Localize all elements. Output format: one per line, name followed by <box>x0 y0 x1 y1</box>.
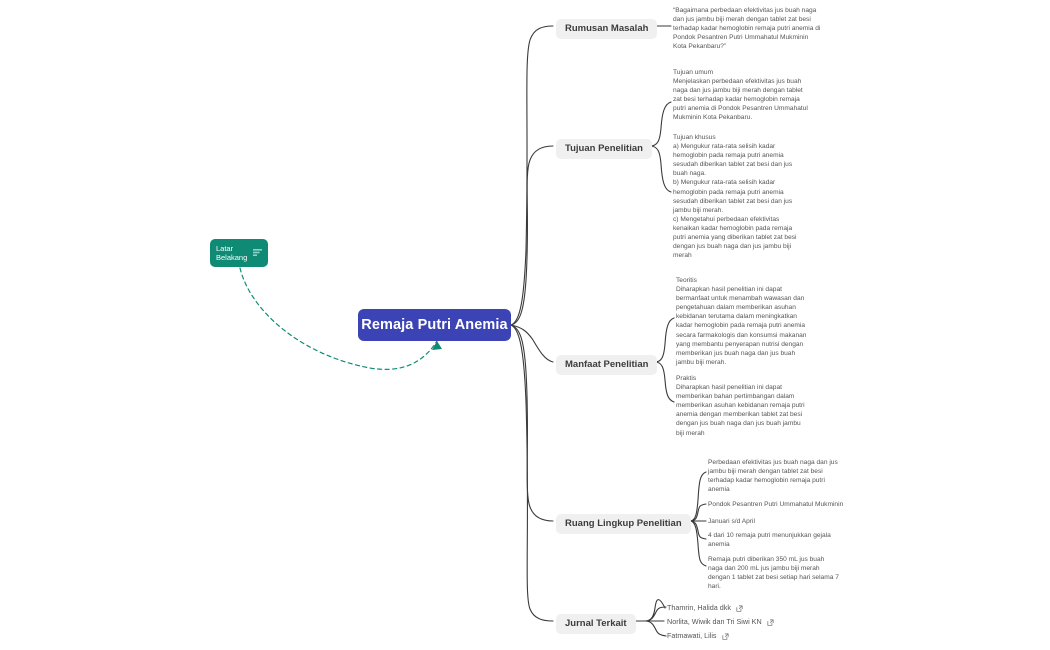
leaf-manfaat-penelitian-2: Praktis Diharapkan hasil penelitian ini … <box>676 374 810 438</box>
root-node[interactable]: Remaja Putri Anemia <box>358 309 511 341</box>
branch-label-text: Jurnal Terkait <box>565 618 627 629</box>
branch-label-manfaat-penelitian[interactable]: Manfaat Penelitian <box>556 355 658 375</box>
edge-tujuan-leaf2 <box>649 145 672 193</box>
leaf-text: Thamrin, Halida dkk <box>667 603 731 612</box>
edge-manfaat-leaf1 <box>654 317 675 363</box>
note-node-label: Latar Belakang <box>216 243 248 263</box>
leaf-text: Teoritis Diharapkan hasil penelitian ini… <box>676 277 807 366</box>
leaf-ruang-lingkup-4: 4 dari 10 remaja putri menunjukkan gejal… <box>708 531 840 549</box>
edge-jurnal-leaf1 <box>644 599 667 622</box>
edge-root-manfaat <box>510 324 554 363</box>
edge-root-tujuan <box>510 145 554 326</box>
notes-icon <box>253 249 262 256</box>
edge-manfaat-leaf2 <box>654 361 675 403</box>
branch-label-jurnal-terkait[interactable]: Jurnal Terkait <box>556 614 636 634</box>
edge-root-ruang <box>510 324 554 522</box>
leaf-jurnal-terkait-2[interactable]: Norlita, Wiwik dan Tri Siwi KN <box>667 617 774 627</box>
leaf-text: Praktis Diharapkan hasil penelitian ini … <box>676 375 805 437</box>
leaf-text: Perbedaan efektivitas jus buah naga dan … <box>708 459 838 494</box>
edge-ruang-leaf5 <box>689 520 707 567</box>
leaf-tujuan-penelitian-2: Tujuan khusus a) Mengukur rata-rata seli… <box>673 133 805 260</box>
leaf-jurnal-terkait-3[interactable]: Fatmawati, Lilis <box>667 631 729 641</box>
leaf-ruang-lingkup-2: Pondok Pesantren Putri Ummahatul Mukmini… <box>708 500 858 509</box>
arrowhead-note-root <box>432 341 442 350</box>
leaf-ruang-lingkup-1: Perbedaan efektivitas jus buah naga dan … <box>708 458 840 494</box>
leaf-manfaat-penelitian-1: Teoritis Diharapkan hasil penelitian ini… <box>676 276 810 367</box>
branch-label-ruang-lingkup-penelitian[interactable]: Ruang Lingkup Penelitian <box>556 514 691 534</box>
edge-jurnal-leaf3 <box>644 620 667 637</box>
edge-ruang-leaf2 <box>689 503 707 522</box>
leaf-jurnal-terkait-1[interactable]: Thamrin, Halida dkk <box>667 603 743 613</box>
branch-label-rumusan-masalah[interactable]: Rumusan Masalah <box>556 19 658 39</box>
external-link-icon[interactable] <box>767 618 774 626</box>
leaf-ruang-lingkup-3: Januari s/d April <box>708 517 828 526</box>
leaf-text: Fatmawati, Lilis <box>667 631 717 640</box>
leaf-text: Tujuan umum Menjelaskan perbedaan efekti… <box>673 69 808 122</box>
branch-label-tujuan-penelitian[interactable]: Tujuan Penelitian <box>556 139 652 159</box>
leaf-ruang-lingkup-5: Remaja putri diberikan 350 mL jus buah n… <box>708 555 840 591</box>
edge-ruang-leaf1 <box>689 471 707 522</box>
leaf-text: Tujuan khusus a) Mengukur rata-rata seli… <box>673 134 797 260</box>
leaf-text: Remaja putri diberikan 350 mL jus buah n… <box>708 556 839 591</box>
edge-root-rumusan <box>510 25 554 326</box>
external-link-icon[interactable] <box>722 632 729 640</box>
branch-label-text: Rumusan Masalah <box>565 23 649 34</box>
leaf-text: Norlita, Wiwik dan Tri Siwi KN <box>667 617 762 626</box>
leaf-rumusan-masalah-1: “Bagaimana perbedaan efektivitas jus bua… <box>673 6 821 51</box>
branch-label-text: Tujuan Penelitian <box>565 143 643 154</box>
branch-label-text: Ruang Lingkup Penelitian <box>565 518 682 529</box>
root-node-label: Remaja Putri Anemia <box>361 317 508 333</box>
note-node-latar-belakang[interactable]: Latar Belakang <box>210 239 268 267</box>
leaf-text: 4 dari 10 remaja putri menunjukkan gejal… <box>708 532 831 549</box>
edge-root-jurnal <box>510 324 554 622</box>
leaf-text: Januari s/d April <box>708 518 755 525</box>
branch-label-text: Manfaat Penelitian <box>565 359 649 370</box>
edge-ruang-leaf4 <box>689 520 707 540</box>
leaf-text: “Bagaimana perbedaan efektivitas jus bua… <box>673 7 821 51</box>
leaf-tujuan-penelitian-1: Tujuan umum Menjelaskan perbedaan efekti… <box>673 68 813 123</box>
edge-tujuan-leaf1 <box>649 101 672 147</box>
external-link-icon[interactable] <box>736 604 743 612</box>
leaf-text: Pondok Pesantren Putri Ummahatul Mukmini… <box>708 501 844 508</box>
